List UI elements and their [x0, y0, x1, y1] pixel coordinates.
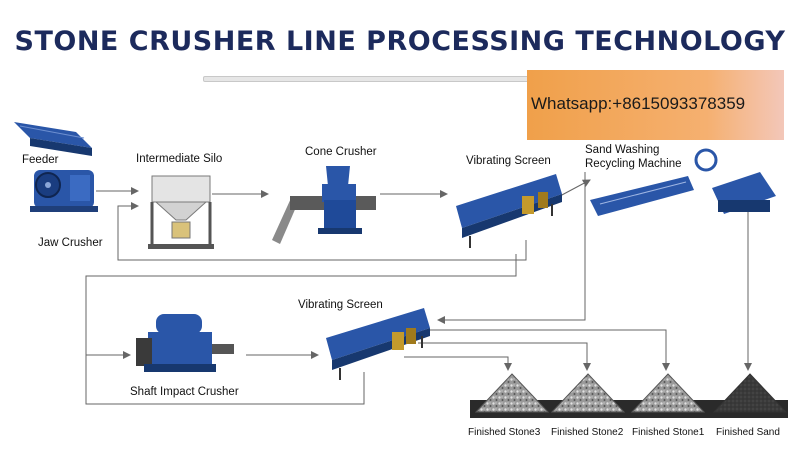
- label-vibrating-screen-1: Vibrating Screen: [466, 155, 551, 167]
- label-cone-crusher: Cone Crusher: [305, 146, 377, 158]
- cone-crusher-machine: [272, 166, 376, 244]
- label-finished-stone1: Finished Stone1: [632, 427, 705, 438]
- intermediate-silo-structure: [148, 175, 214, 249]
- label-shaft-impact-crusher: Shaft Impact Crusher: [130, 386, 239, 398]
- label-jaw-crusher: Jaw Crusher: [38, 237, 103, 249]
- label-recycling-machine: Recycling Machine: [585, 158, 682, 170]
- label-finished-stone3: Finished Stone3: [468, 427, 541, 438]
- vibrating-screen-2-machine: [326, 308, 430, 380]
- whatsapp-watermark: Whatsapp:+8615093378359: [527, 70, 784, 140]
- shaft-impact-crusher-machine: [136, 314, 234, 372]
- label-vibrating-screen-2: Vibrating Screen: [298, 299, 383, 311]
- feeder-machine: [14, 122, 92, 156]
- label-feeder: Feeder: [22, 154, 59, 166]
- page-title: STONE CRUSHER LINE PROCESSING TECHNOLOGY: [14, 26, 786, 57]
- label-finished-sand: Finished Sand: [716, 427, 780, 438]
- finished-products-piles: [470, 373, 788, 418]
- label-finished-stone2: Finished Stone2: [551, 427, 624, 438]
- vibrating-screen-1-machine: [456, 174, 562, 248]
- jaw-crusher-machine: [30, 170, 98, 212]
- sand-washing-machine: [590, 148, 776, 216]
- label-sand-washing: Sand Washing: [585, 144, 660, 156]
- label-intermediate-silo: Intermediate Silo: [136, 153, 223, 165]
- flow-lines: [85, 172, 752, 405]
